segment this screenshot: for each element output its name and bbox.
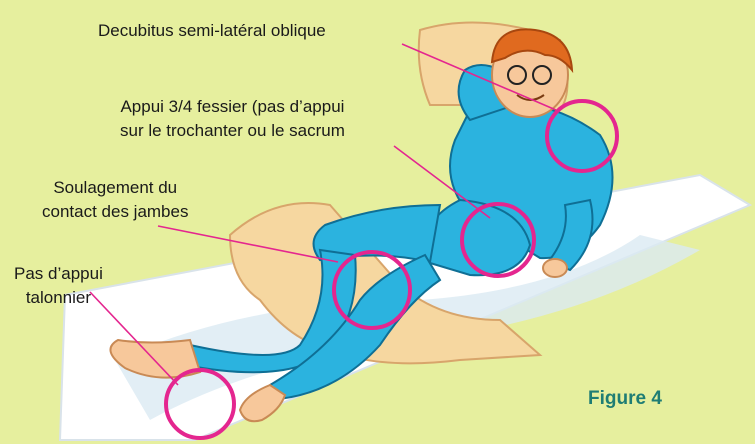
label-appui-fessier-line1: Appui 3/4 fessier (pas d’appui (120, 95, 345, 119)
label-decubitus-text: Decubitus semi-latéral oblique (98, 19, 326, 43)
label-soulagement: Soulagement du contact des jambes (42, 176, 188, 224)
label-soulagement-line2: contact des jambes (42, 200, 188, 224)
label-talonnier-line1: Pas d’appui (14, 262, 103, 286)
label-decubitus: Decubitus semi-latéral oblique (98, 19, 326, 43)
label-soulagement-line1: Soulagement du (42, 176, 188, 200)
hand (543, 259, 567, 277)
label-appui-fessier: Appui 3/4 fessier (pas d’appui sur le tr… (120, 95, 345, 143)
label-appui-fessier-line2: sur le trochanter ou le sacrum (120, 119, 345, 143)
figure-caption: Figure 4 (560, 388, 690, 410)
label-talonnier: Pas d’appui talonnier (14, 262, 103, 310)
label-talonnier-line2: talonnier (14, 286, 103, 310)
